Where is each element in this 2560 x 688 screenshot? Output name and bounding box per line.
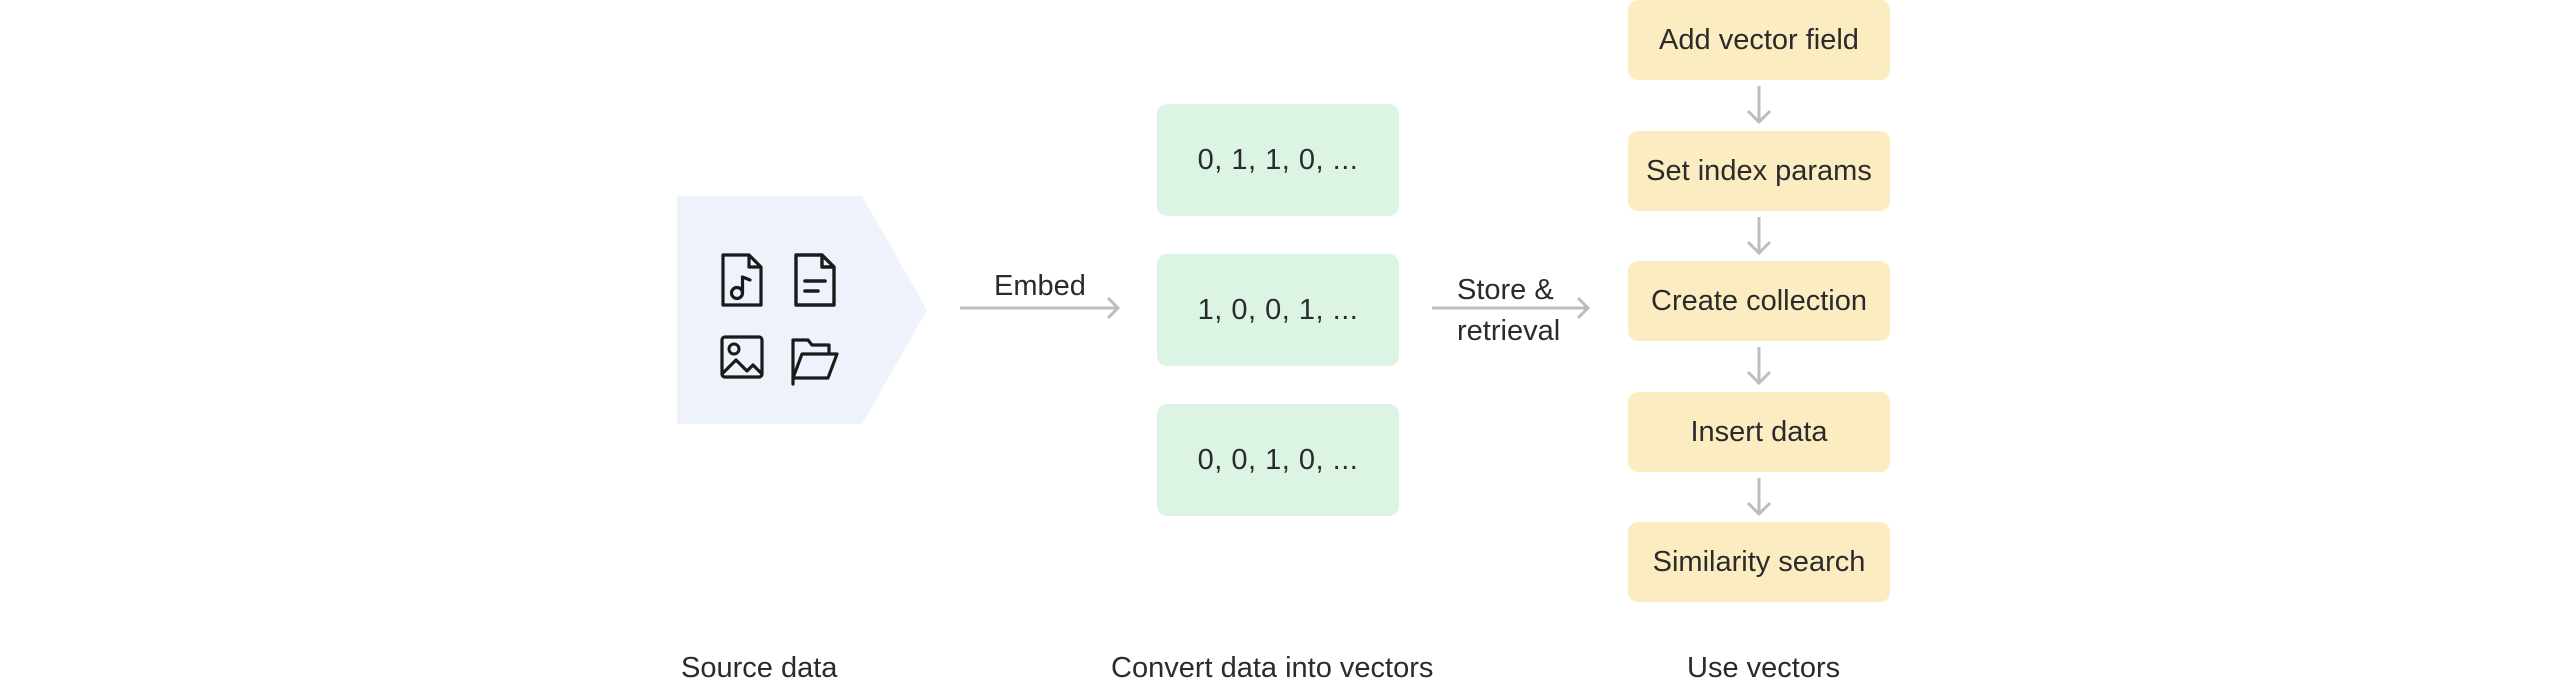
vector-box: 0, 0, 1, 0, ...	[1157, 404, 1399, 516]
source-data-panel	[677, 196, 927, 424]
down-arrow	[1746, 217, 1772, 256]
folder-icon	[791, 338, 839, 386]
music-file-icon	[721, 253, 763, 307]
down-arrow	[1746, 347, 1772, 386]
down-arrow	[1746, 478, 1772, 517]
step-set-index-params: Set index params	[1628, 131, 1890, 211]
retrieval-label: retrieval	[1457, 315, 1561, 347]
step-similarity-search: Similarity search	[1628, 522, 1890, 602]
store-label: Store &	[1457, 274, 1554, 306]
embed-arrow	[960, 296, 1121, 320]
step-add-vector-field: Add vector field	[1628, 0, 1890, 80]
vector-box: 1, 0, 0, 1, ...	[1157, 254, 1399, 366]
embed-label: Embed	[994, 270, 1086, 302]
step-insert-data: Insert data	[1628, 392, 1890, 472]
store-retrieval-arrow	[1432, 296, 1591, 320]
step-create-collection: Create collection	[1628, 261, 1890, 341]
use-vectors-caption: Use vectors	[1687, 652, 1841, 684]
source-data-caption: Source data	[681, 652, 838, 684]
image-icon	[720, 335, 764, 379]
vector-box: 0, 1, 1, 0, ...	[1157, 104, 1399, 216]
text-document-icon	[794, 253, 836, 307]
vectors-caption: Convert data into vectors	[1111, 652, 1434, 684]
down-arrow	[1746, 86, 1772, 125]
